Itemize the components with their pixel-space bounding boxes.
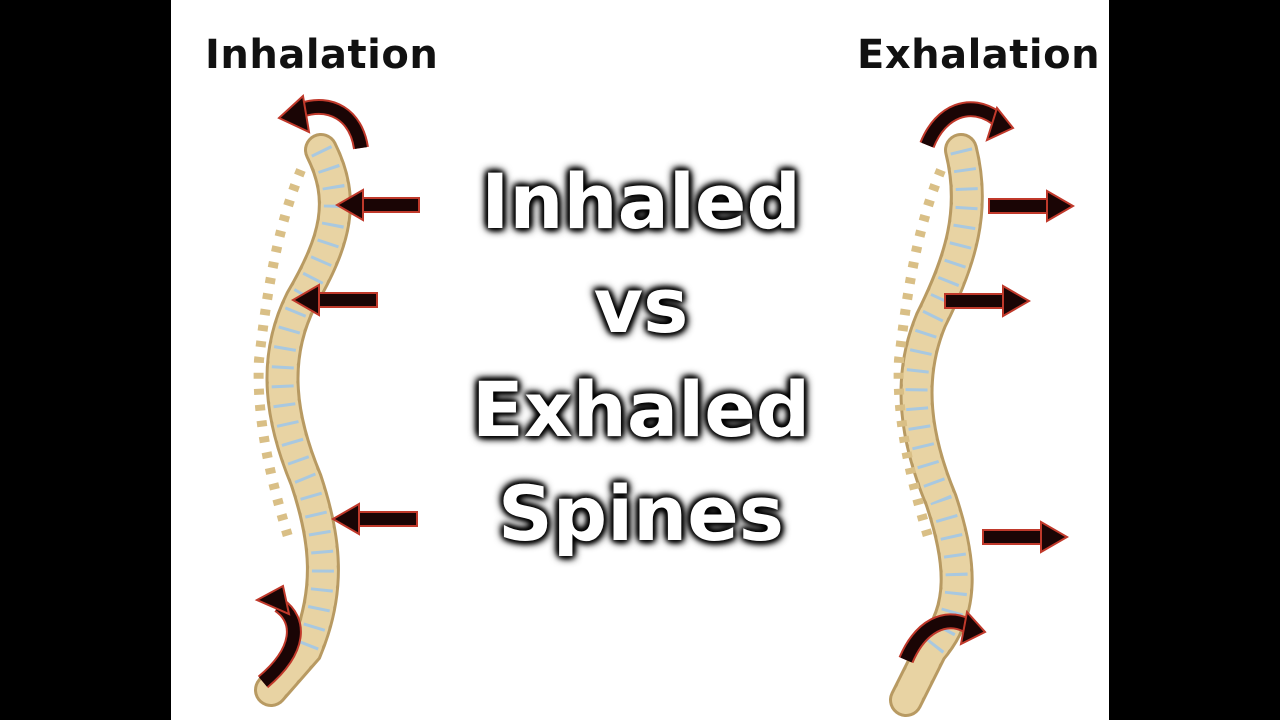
inhalation-top-curved-arrow — [277, 94, 369, 150]
exhalation-top-curved-arrow — [919, 101, 1015, 149]
main-title: Inhaled vs Exhaled Spines — [431, 150, 851, 566]
title-line-exhaled: Exhaled — [471, 365, 811, 454]
exhalation-arrow-1 — [988, 189, 1076, 223]
title-line-spines: Spines — [497, 469, 785, 558]
inhalation-arrow-3 — [330, 502, 418, 536]
inhalation-arrow-1 — [334, 188, 420, 222]
exhalation-spine-illustration — [889, 101, 1076, 717]
slide-canvas: Inhalation Exhalation — [171, 0, 1109, 720]
inhalation-spine — [253, 133, 352, 707]
inhalation-label: Inhalation — [205, 32, 439, 78]
inhalation-arrow-2 — [290, 283, 378, 317]
title-line-inhaled: Inhaled — [481, 157, 801, 246]
exhalation-label: Exhalation — [857, 32, 1101, 78]
title-line-vs: vs — [593, 261, 689, 350]
inhalation-bottom-curved-arrow — [254, 584, 302, 689]
exhalation-spine — [889, 133, 984, 717]
exhalation-arrow-2 — [944, 284, 1032, 318]
exhalation-arrow-3 — [982, 520, 1070, 554]
inhalation-spine-illustration — [253, 94, 420, 707]
exhalation-bottom-curved-arrow — [898, 609, 987, 664]
